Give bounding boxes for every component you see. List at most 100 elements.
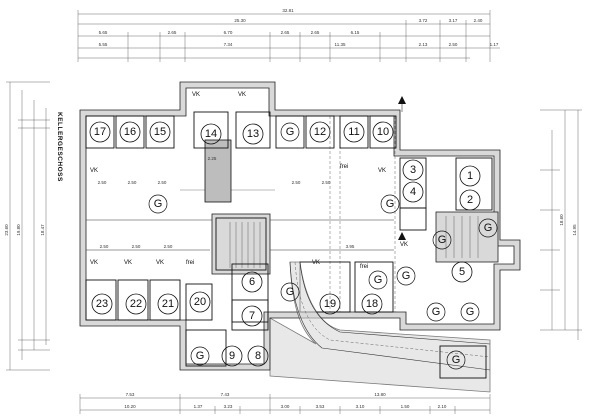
dim-bottom: 1.50 — [401, 404, 410, 409]
dim-right: 18.60 — [559, 214, 564, 226]
garage-label: G — [452, 354, 461, 366]
compartment-number: 20 — [194, 296, 206, 308]
dim-segment: 2.65 — [311, 30, 320, 35]
compartment-number: 9 — [229, 350, 235, 362]
compartment-circle — [242, 123, 264, 145]
dim-segment: 3.72 — [419, 18, 428, 23]
bottom-compartments — [85, 261, 394, 321]
svg-text:2.50: 2.50 — [98, 180, 107, 185]
compartment-number: 13 — [247, 128, 259, 140]
compartment-number: 16 — [124, 126, 136, 138]
garage-label: G — [466, 306, 475, 318]
svg-text:3.95: 3.95 — [346, 244, 355, 249]
vk-label: VK — [378, 168, 386, 174]
compartment-circle — [189, 291, 211, 313]
vk-label: VK — [400, 242, 408, 248]
vk-label: VK — [90, 168, 98, 174]
garage-label: G — [484, 222, 493, 234]
top-dimension-chain: 32.81 25.30 3.72 3.17 2.40 5.65 2.65 6.7… — [77, 8, 500, 62]
compartment-number: 10 — [377, 126, 389, 138]
top-compartments — [85, 111, 397, 149]
garage-circle — [368, 270, 388, 290]
compartment-number: 1 — [467, 170, 473, 182]
bottom-dimension-chain: 7.53 7.43 13.80 10.20 1.37 3.23 3.00 3.5… — [79, 392, 491, 414]
compartment-circle — [125, 293, 147, 315]
frei-label: frei — [340, 164, 348, 170]
vk-label: VK — [192, 92, 200, 98]
dim-bottom: 10.20 — [124, 404, 136, 409]
garage-circle — [478, 218, 498, 238]
compartment-circle — [200, 123, 222, 145]
compartment-number: 5 — [459, 266, 465, 278]
compartment-circle — [319, 293, 341, 315]
dim-left-total: 23.60 — [4, 224, 9, 236]
outer-walls — [79, 81, 521, 371]
dim-left: 18.47 — [40, 224, 45, 236]
left-dimension-chain: 23.60 19.80 18.47 — [4, 81, 50, 371]
dim-bottom: 3.00 — [281, 404, 290, 409]
garage-label: G — [432, 306, 441, 318]
dim-segment: 5.65 — [99, 30, 108, 35]
dim-bottom: 7.53 — [126, 392, 135, 397]
ramp — [269, 261, 491, 393]
compartment-circle — [372, 121, 394, 143]
stair-core — [211, 213, 271, 331]
compartment-circle — [343, 121, 365, 143]
compartment-number: 22 — [130, 298, 142, 310]
dim-bottom: 2.10 — [438, 404, 447, 409]
compartment-number: 6 — [249, 276, 255, 288]
dim-bottom: 3.23 — [224, 404, 233, 409]
plan-title: KELLERGESCHOSS — [56, 112, 63, 182]
garage-circle — [446, 350, 466, 370]
compartment-number: 12 — [314, 126, 326, 138]
vk-label: VK — [124, 260, 132, 266]
dim-left: 19.80 — [16, 224, 21, 236]
garage-label: G — [286, 286, 295, 298]
svg-text:2.50: 2.50 — [128, 180, 137, 185]
garage-circle — [190, 346, 210, 366]
garage-label: G — [154, 198, 163, 210]
compartment-number: 21 — [162, 298, 174, 310]
dim-total-width: 32.81 — [282, 8, 294, 13]
compartment-number: 4 — [410, 186, 416, 198]
compartment-number: 23 — [96, 298, 108, 310]
compartment-circle — [247, 345, 269, 367]
vk-label: VK — [156, 260, 164, 266]
frei-label: frei — [186, 260, 194, 266]
garage-label: G — [196, 350, 205, 362]
compartment-number: 15 — [154, 126, 166, 138]
compartment-number: 14 — [205, 128, 217, 140]
dim-segment: 6.15 — [351, 30, 360, 35]
right-compartments — [399, 157, 493, 231]
compartment-number: 8 — [255, 350, 261, 362]
svg-text:2.50: 2.50 — [132, 244, 141, 249]
compartment-circle — [221, 345, 243, 367]
compartment-circle — [402, 181, 424, 203]
dim-segment: 5.55 — [99, 42, 108, 47]
dim-bottom: 13.80 — [374, 392, 386, 397]
compartment-circle — [309, 121, 331, 143]
dim-segment: 11.35 — [335, 42, 346, 47]
dim-segment: 1.17 — [490, 42, 499, 47]
garage-label: G — [374, 274, 383, 286]
garage-circle — [396, 266, 416, 286]
central-column — [204, 139, 232, 203]
garage-label: G — [386, 198, 395, 210]
compartment-circle — [459, 165, 481, 187]
dim-segment: 2.65 — [168, 30, 177, 35]
svg-text:2.50: 2.50 — [100, 244, 109, 249]
svg-text:2.50: 2.50 — [292, 180, 301, 185]
garage-circle — [280, 122, 300, 142]
compartment-circle — [451, 261, 473, 283]
compartment-number: 3 — [410, 164, 416, 176]
svg-text:2.50: 2.50 — [322, 180, 331, 185]
garage-label: G — [438, 234, 447, 246]
garage-label: G — [286, 126, 295, 138]
compartment-circle — [361, 293, 383, 315]
dim-segment: 7.34 — [224, 42, 233, 47]
dim-segment: 2.65 — [281, 30, 290, 35]
garage-circle — [380, 194, 400, 214]
